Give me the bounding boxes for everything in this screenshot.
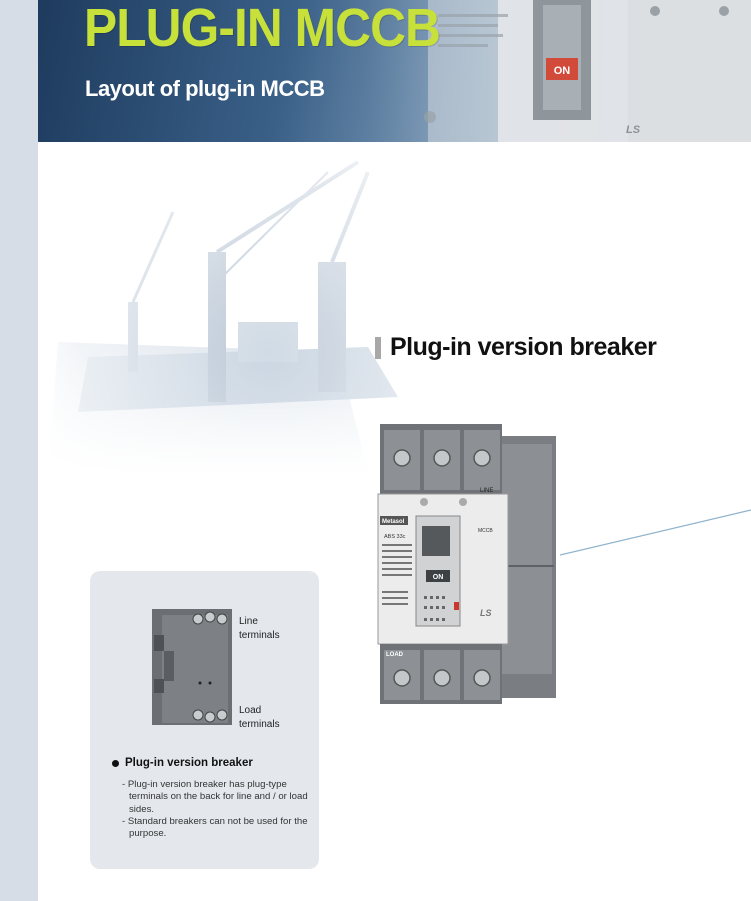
plug-in-breaker-illustration: LINE Metasol ABS 33c ON MCCB LS LOAD (377, 424, 556, 704)
card-heading-text: Plug-in version breaker (125, 757, 253, 769)
line-terminals-label: Line terminals (239, 616, 280, 641)
header-breaker-photo: ON LS (368, 0, 751, 142)
card-description-list: - Plug-in version breaker has plug-type … (122, 779, 308, 840)
model-label: ABS 33c (384, 534, 406, 540)
header-photo-logo: LS (626, 124, 641, 136)
info-card: Line terminals Load terminals Plug-in ve… (90, 571, 319, 869)
list-item: - Standard breakers can not be used for … (122, 815, 308, 840)
ls-logo: LS (480, 608, 492, 618)
list-item: - Plug-in version breaker has plug-type … (122, 779, 308, 815)
brand-label: Metasol (382, 519, 405, 525)
handle-on-label: ON (433, 574, 444, 581)
page-header: ON LS PLUG-IN MCCB Layout of plug-in MCC… (38, 0, 751, 142)
leader-line (560, 509, 751, 556)
section-heading-marker (375, 336, 381, 359)
page-title: PLUG-IN MCCB (84, 0, 441, 58)
card-heading: Plug-in version breaker (112, 757, 253, 769)
load-terminals-label: Load terminals (239, 705, 280, 730)
plug-in-breaker-side-illustration (152, 609, 232, 725)
header-photo-on-label: ON (554, 65, 571, 77)
section-heading-text: Plug-in version breaker (390, 333, 657, 361)
load-label: LOAD (386, 652, 404, 658)
page-subtitle: Layout of plug-in MCCB (85, 76, 325, 101)
left-side-band (0, 0, 38, 901)
mccb-label: MCCB (478, 528, 493, 534)
bullet-icon (112, 759, 119, 767)
section-heading: Plug-in version breaker (375, 333, 657, 362)
line-label: LINE (480, 488, 493, 494)
